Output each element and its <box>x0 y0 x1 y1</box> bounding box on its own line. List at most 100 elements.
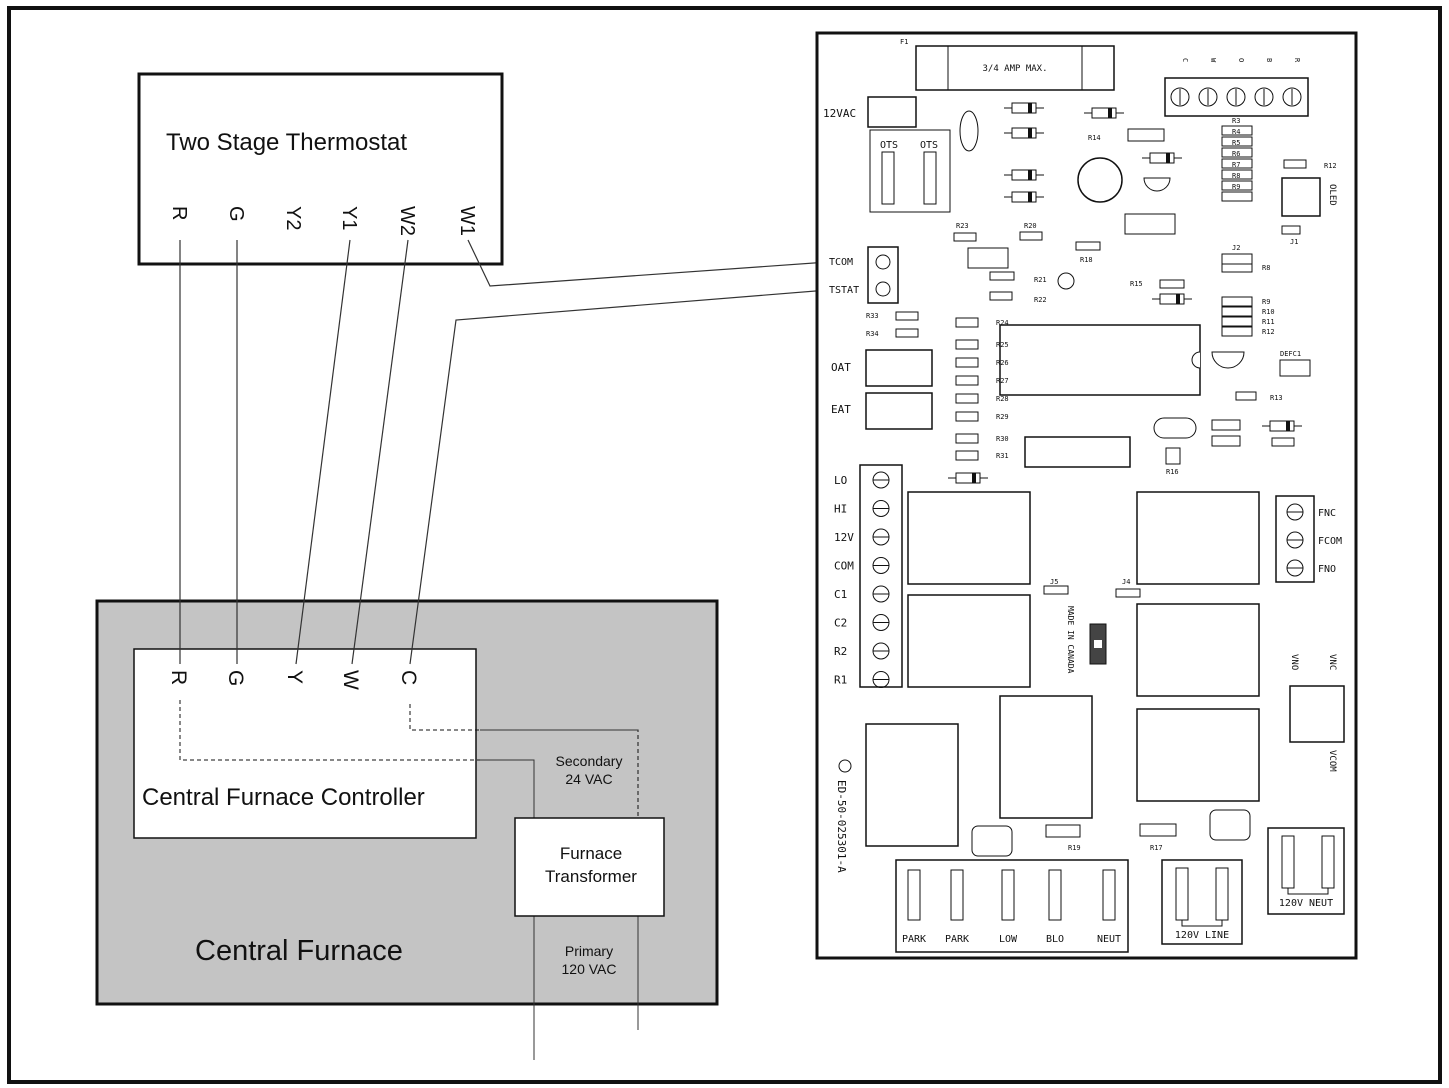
relay-k1 <box>1136 491 1260 585</box>
fuse <box>915 45 1115 91</box>
resistor <box>955 450 979 461</box>
resistor-label: R20 <box>1024 222 1037 230</box>
tstat-terminal-block <box>867 246 899 304</box>
oat-jack <box>865 349 933 387</box>
resistor-label: R26 <box>996 359 1009 367</box>
resistor <box>1235 391 1257 401</box>
relay-k4 <box>999 695 1093 819</box>
resistor <box>1159 279 1185 289</box>
left-terminal-label: COM <box>834 560 854 573</box>
left-terminal-label: 12V <box>834 531 854 544</box>
resistor-label: R28 <box>996 395 1009 403</box>
controller-terminal-y: Y <box>283 670 306 684</box>
crystal-y1 <box>1077 157 1123 203</box>
capacitor-c1 <box>1209 809 1251 841</box>
thermostat-terminal-y1: Y1 <box>338 206 360 230</box>
thermostat-terminal-g: G <box>225 206 247 222</box>
bottom-terminal-label: PARK <box>945 934 969 945</box>
resistor <box>953 232 977 242</box>
eat-label: EAT <box>831 403 851 416</box>
resistor <box>1271 437 1295 447</box>
pin-label-r: R <box>1293 58 1301 63</box>
left-terminal-label: C1 <box>834 588 847 601</box>
part-number: ED-50-025301-A <box>835 780 848 873</box>
eat-jack <box>865 392 933 430</box>
central-furnace: Central Furnace Central Furnace Controll… <box>95 599 719 1060</box>
bottom-terminal-label: NEUT <box>1097 934 1121 945</box>
pin-label-c: C <box>1181 58 1189 62</box>
bottom-terminal-tab <box>950 869 964 921</box>
resistor <box>1221 136 1253 147</box>
resistor-label: R22 <box>1034 296 1047 304</box>
ots-label-1: OTS <box>880 140 898 151</box>
resistor <box>1221 158 1253 169</box>
resistor <box>895 328 919 338</box>
resistor-label: R27 <box>996 377 1009 385</box>
resistor-label: R18 <box>1080 256 1093 264</box>
diode <box>1011 102 1037 114</box>
wire-y1 <box>295 239 351 665</box>
resistor-label: R17 <box>1150 844 1163 852</box>
secondary-voltage: 24 VAC <box>565 771 612 787</box>
resistor-label: R25 <box>996 341 1009 349</box>
relay-k2 <box>1136 603 1260 697</box>
diode-band <box>1028 103 1032 113</box>
diode-band <box>1028 170 1032 180</box>
resistor <box>1115 588 1141 598</box>
vno-label: VNO <box>1289 654 1299 670</box>
tcom-screw <box>875 254 891 270</box>
resistor-label: R14 <box>1088 134 1101 142</box>
bottom-terminal-tab <box>1001 869 1015 921</box>
diode <box>1091 107 1117 119</box>
controller-terminal-g: G <box>224 670 247 686</box>
primary-voltage: 120 VAC <box>562 961 617 977</box>
resistor-label: R5 <box>1232 139 1240 147</box>
ots-block <box>869 129 951 213</box>
resistor <box>989 271 1015 281</box>
resistor-label: R24 <box>996 319 1009 327</box>
relay-k3 <box>1136 708 1260 802</box>
resistor <box>955 317 979 328</box>
resistor-r14 <box>1124 213 1176 235</box>
resistor <box>1045 824 1081 838</box>
resistor-label: R4 <box>1232 128 1240 136</box>
power-jack <box>867 96 917 128</box>
small-components: R3R4R5R6R7R8R9R8R9R10R11R12R12R13R14R15R… <box>866 102 1337 852</box>
microcontroller-u2 <box>999 324 1201 396</box>
vdr1 <box>959 110 979 152</box>
ots-contact-2 <box>923 151 937 205</box>
secondary-label: Secondary <box>556 753 623 769</box>
bottom-terminal-tab <box>1102 869 1116 921</box>
ots-contact-1 <box>881 151 895 205</box>
thermostat-title: Two Stage Thermostat <box>166 129 407 156</box>
furnace-title: Central Furnace <box>195 935 403 967</box>
diode-band <box>1028 192 1032 202</box>
primary-label: Primary <box>565 943 613 959</box>
relay-k7 <box>865 723 959 847</box>
capacitor-c3 <box>971 825 1013 857</box>
left-terminal-strip <box>859 464 903 688</box>
fan-terminal-label: FNC <box>1318 508 1336 519</box>
resistor-label: R19 <box>1068 844 1081 852</box>
resistor-label: J1 <box>1290 238 1298 246</box>
pin-screw-c <box>1170 87 1190 107</box>
wire-w2 <box>351 239 409 665</box>
resistor-label: R7 <box>1232 161 1240 169</box>
diode-band <box>1108 108 1112 118</box>
diode <box>955 472 981 484</box>
line-bridge <box>1181 920 1223 927</box>
tcom-label: TCOM <box>829 257 853 268</box>
resistor-label: R29 <box>996 413 1009 421</box>
relay-k6 <box>907 594 1031 688</box>
thermostat-box <box>137 72 504 266</box>
resistor <box>1221 306 1253 317</box>
fuse-label: F1 <box>900 38 908 46</box>
neut-terminal-strip <box>1267 827 1345 915</box>
resistor-label: R8 <box>1232 172 1240 180</box>
resistor <box>1075 241 1101 251</box>
diode-band <box>1028 128 1032 138</box>
diode-band <box>1176 294 1180 304</box>
